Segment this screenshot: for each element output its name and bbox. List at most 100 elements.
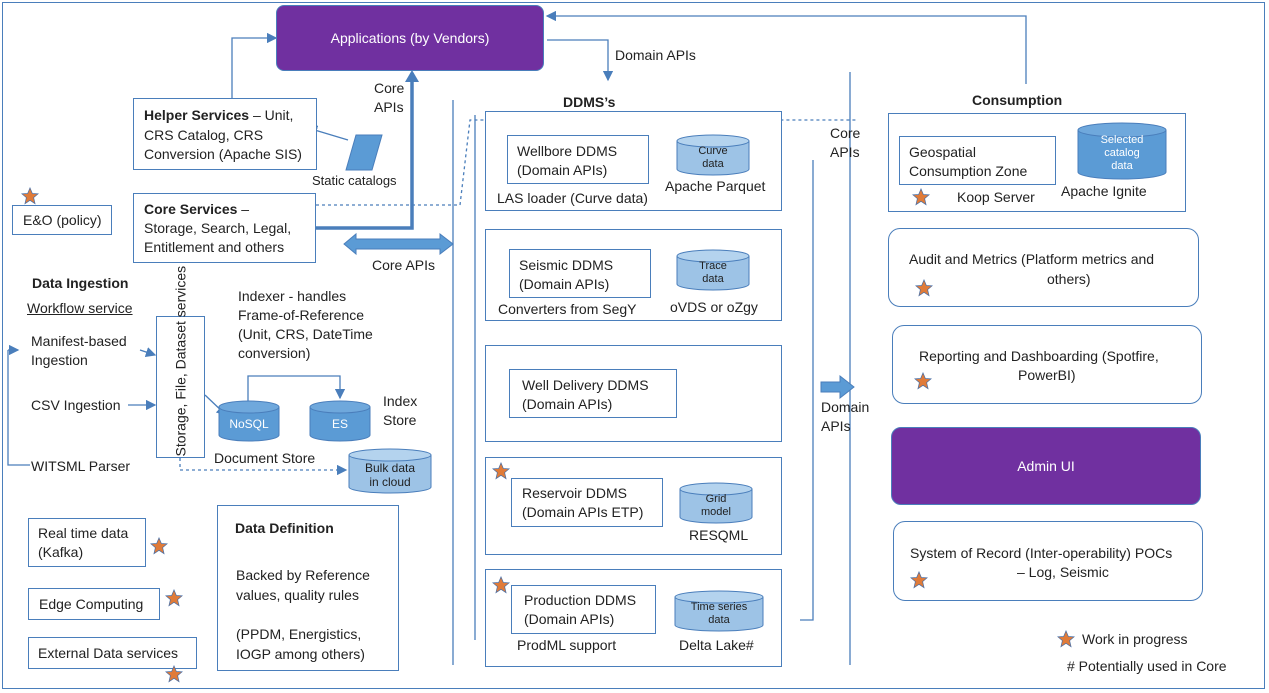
real-time-data-box: Real time data (Kafka) [28, 518, 146, 567]
helper-services-box: Helper Services – Unit, CRS Catalog, CRS… [133, 98, 317, 170]
grid-model-label-2: model [701, 506, 731, 518]
seismic-ddms-name-1: Seismic DDMS [519, 257, 614, 273]
core-services-line-3: Entitlement and others [144, 239, 285, 255]
legend-core-label: # Potentially used in Core [1067, 658, 1227, 674]
seismic-ddms-panel: Seismic DDMS (Domain APIs) Converters fr… [485, 229, 782, 321]
indexer-line-1: Indexer - handles [238, 288, 347, 304]
curve-data-cylinder: Curve data [676, 134, 750, 176]
applications-box: Applications (by Vendors) [276, 5, 544, 71]
star-icon [914, 372, 932, 390]
eo-policy-box: E&O (policy) [12, 205, 112, 235]
domain-apis-right-1: Domain [821, 399, 870, 415]
geospatial-label-1: Geospatial [909, 144, 976, 160]
reporting-box: Reporting and Dashboarding (Spotfire, Po… [892, 325, 1202, 404]
indexer-line-2: Frame-of-Reference [238, 307, 365, 323]
audit-metrics-box: Audit and Metrics (Platform metrics and … [888, 228, 1199, 307]
well-delivery-ddms-box: Well Delivery DDMS (Domain APIs) [509, 369, 677, 418]
data-definition-line-2: values, quality rules [236, 587, 359, 603]
manifest-label-1: Manifest-based [31, 333, 127, 349]
static-catalogs-label: Static catalogs [312, 173, 397, 188]
well-delivery-name-2: (Domain APIs) [522, 396, 613, 412]
external-data-services-label: External Data services [38, 645, 179, 661]
audit-label-1: Audit and Metrics (Platform metrics and [909, 251, 1155, 267]
seismic-tech-label: oVDS or oZgy [670, 299, 758, 315]
core-apis-right-1: Core [830, 125, 861, 141]
production-name-1: Production DDMS [524, 592, 637, 608]
domain-apis-top-label: Domain APIs [615, 47, 696, 63]
grid-model-label-1: Grid [705, 493, 727, 505]
seismic-loader-label: Converters from SegY [498, 301, 637, 317]
star-icon [21, 187, 39, 205]
data-definition-line-3: (PPDM, Energistics, [236, 626, 362, 642]
core-services-title: Core Services [144, 201, 238, 217]
workflow-service-label: Workflow service [27, 300, 133, 316]
data-ingestion-title: Data Ingestion [32, 275, 129, 291]
production-tech-label: Delta Lake# [679, 637, 754, 653]
storage-services-label: Storage, File, Dataset services [172, 265, 189, 457]
reservoir-ddms-panel: Reservoir DDMS (Domain APIs ETP) Grid mo… [485, 457, 782, 555]
production-loader-label: ProdML support [517, 637, 617, 653]
seismic-ddms-name-2: (Domain APIs) [519, 276, 610, 292]
wellbore-loader-label: LAS loader (Curve data) [497, 190, 648, 206]
seismic-ddms-box: Seismic DDMS (Domain APIs) [509, 249, 651, 298]
star-icon [910, 571, 928, 589]
time-series-cylinder: Time series data [674, 590, 764, 632]
witsml-parser-label: WITSML Parser [31, 458, 131, 474]
core-services-line-2: Storage, Search, Legal, [144, 220, 292, 236]
core-apis-mid-label: Core APIs [372, 257, 436, 273]
star-icon [492, 576, 510, 594]
time-series-label-1: Time series [690, 601, 748, 613]
edge-computing-box: Edge Computing [28, 588, 160, 620]
indexer-line-4: conversion) [238, 345, 311, 361]
curve-data-label-2: data [702, 158, 724, 170]
eo-policy-label: E&O (policy) [23, 212, 102, 228]
nosql-cylinder: NoSQL [218, 400, 280, 442]
system-of-record-box: System of Record (Inter-operability) POC… [893, 521, 1203, 601]
admin-ui-box: Admin UI [891, 427, 1201, 505]
helper-services-line-3: Conversion (Apache SIS) [144, 146, 302, 162]
trace-data-label-1: Trace [699, 260, 727, 272]
ddms-title: DDMS’s [563, 94, 616, 110]
nosql-label: NoSQL [229, 417, 269, 431]
wellbore-ddms-panel: Wellbore DDMS (Domain APIs) LAS loader (… [485, 111, 782, 211]
star-icon [492, 462, 510, 480]
production-ddms-panel: Production DDMS (Domain APIs) ProdML sup… [485, 569, 782, 667]
core-apis-right-2: APIs [830, 144, 860, 160]
legend-wip-label: Work in progress [1082, 631, 1188, 647]
manifest-label-2: Ingestion [31, 352, 88, 368]
data-definition-box: Data Definition Backed by Reference valu… [217, 505, 399, 671]
reservoir-tech-label: RESQML [689, 527, 749, 543]
helper-services-line-1: – Unit, [249, 107, 294, 123]
data-definition-line-4: IOGP among others) [236, 646, 365, 662]
index-store-label-2: Store [383, 412, 417, 428]
star-icon [150, 537, 168, 555]
es-label: ES [331, 417, 348, 431]
sor-label-2: – Log, Seismic [1017, 564, 1109, 580]
wellbore-tech-label: Apache Parquet [665, 178, 766, 194]
catalog-label-2: catalog [1104, 147, 1140, 159]
wellbore-ddms-name-1: Wellbore DDMS [517, 143, 618, 159]
koop-server-label: Koop Server [957, 189, 1035, 205]
bulk-data-cylinder: Bulk data in cloud [348, 448, 432, 494]
production-name-2: (Domain APIs) [524, 611, 615, 627]
reporting-label-1: Reporting and Dashboarding (Spotfire, [919, 348, 1159, 364]
consumption-panel: Geospatial Consumption Zone Koop Server … [888, 113, 1186, 212]
time-series-label-2: data [708, 614, 730, 626]
reporting-label-2: PowerBI) [1018, 367, 1076, 383]
trace-data-cylinder: Trace data [676, 249, 750, 291]
grid-model-cylinder: Grid model [679, 482, 753, 524]
reservoir-name-2: (Domain APIs ETP) [522, 504, 644, 520]
core-apis-top-label-1: Core [374, 80, 405, 96]
es-cylinder: ES [309, 400, 371, 442]
trace-data-label-2: data [702, 273, 724, 285]
edge-computing-label: Edge Computing [39, 596, 144, 612]
index-store-label-1: Index [383, 393, 418, 409]
external-data-services-box: External Data services [28, 637, 197, 669]
admin-ui-label: Admin UI [1017, 458, 1075, 474]
well-delivery-ddms-panel: Well Delivery DDMS (Domain APIs) [485, 345, 782, 442]
well-delivery-name-1: Well Delivery DDMS [522, 377, 649, 393]
core-apis-top-label-2: APIs [374, 99, 404, 115]
star-icon [912, 188, 930, 206]
